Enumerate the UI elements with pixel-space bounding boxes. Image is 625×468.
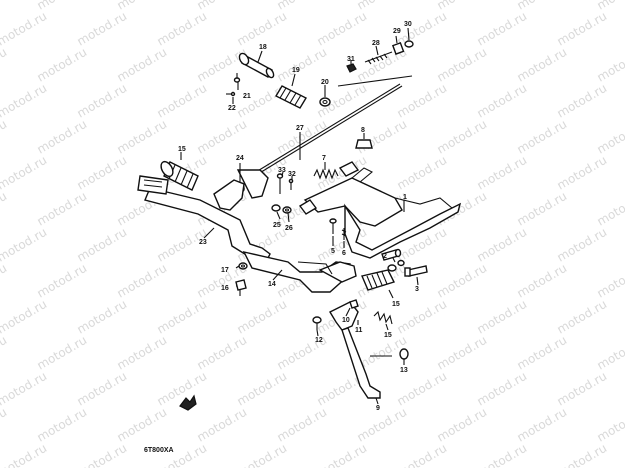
label-22: 22 <box>228 105 236 112</box>
side-stand-9 <box>329 301 381 399</box>
label-33: 33 <box>278 167 286 174</box>
nut-31 <box>346 63 357 73</box>
washer-25 <box>271 204 281 212</box>
label-30: 30 <box>404 21 412 28</box>
pin-32 <box>288 178 294 190</box>
footrest-rubber-19 <box>275 85 307 109</box>
pivot-plate-14 <box>242 250 357 293</box>
label-7: 7 <box>322 155 326 162</box>
footrest-peg-18 <box>238 52 275 79</box>
brake-rod-27 <box>255 83 403 175</box>
stand-spring-11 <box>373 310 393 325</box>
label-14: 14 <box>268 281 276 288</box>
label-6: 6 <box>342 250 346 257</box>
bolt-16 <box>235 279 247 296</box>
label-31: 31 <box>347 56 355 63</box>
label-8: 8 <box>361 127 365 134</box>
diagram-code: 6T800XA <box>144 447 174 454</box>
front-direction-arrow-icon <box>179 394 197 411</box>
bolt-6 <box>341 228 347 240</box>
label-19: 19 <box>292 67 300 74</box>
label-15-rear: 15 <box>392 301 400 308</box>
washer-26 <box>282 206 292 214</box>
thin-rod-guide <box>337 75 413 87</box>
nut-13 <box>399 348 409 360</box>
washer-17 <box>238 262 248 270</box>
pivot-pin-2 <box>381 248 402 261</box>
label-12: 12 <box>315 337 323 344</box>
leader-lines <box>180 27 419 405</box>
main-stand-1 <box>298 161 462 259</box>
pedal-rubber-15-front <box>160 160 199 191</box>
label-32: 32 <box>288 171 296 178</box>
bolt-33 <box>276 173 284 194</box>
label-13: 13 <box>400 367 408 374</box>
footrest-rubber-15-rear <box>361 269 395 291</box>
label-29: 29 <box>393 28 401 35</box>
label-21: 21 <box>243 93 251 100</box>
label-10: 10 <box>342 317 350 324</box>
label-18: 18 <box>259 44 267 51</box>
return-spring-7 <box>313 168 339 180</box>
label-23: 23 <box>199 239 207 246</box>
label-26: 26 <box>285 225 293 232</box>
washer-20 <box>319 97 331 107</box>
label-5: 5 <box>331 248 335 255</box>
adjuster-bolt-28 <box>364 51 393 65</box>
cap-8 <box>355 139 373 149</box>
washer-near-3 <box>387 264 397 272</box>
label-1: 1 <box>403 194 407 201</box>
brake-pedal-23 <box>137 169 271 263</box>
label-2: 2 <box>383 253 387 260</box>
label-20: 20 <box>321 79 329 86</box>
bolt-5 <box>329 218 337 234</box>
bolt-3 <box>404 265 428 277</box>
label-15-stand: 15 <box>384 332 392 339</box>
pin-21 <box>233 77 241 90</box>
bolt-10 <box>349 299 359 309</box>
bolt-12 <box>312 316 322 330</box>
label-16: 16 <box>221 285 229 292</box>
label-9: 9 <box>376 405 380 412</box>
label-17: 17 <box>221 267 229 274</box>
label-3: 3 <box>415 286 419 293</box>
label-28: 28 <box>372 40 380 47</box>
label-27: 27 <box>296 125 304 132</box>
clip-22 <box>226 91 236 97</box>
washer-near-2 <box>397 259 405 267</box>
label-11: 11 <box>355 327 363 334</box>
part-labels: 18 19 20 21 22 27 28 29 30 31 8 7 24 33 … <box>178 21 419 412</box>
adjuster-nut-29 <box>391 41 405 55</box>
label-25: 25 <box>273 222 281 229</box>
joint-30 <box>404 40 414 48</box>
label-15-front: 15 <box>178 146 186 153</box>
label-24: 24 <box>236 155 244 162</box>
